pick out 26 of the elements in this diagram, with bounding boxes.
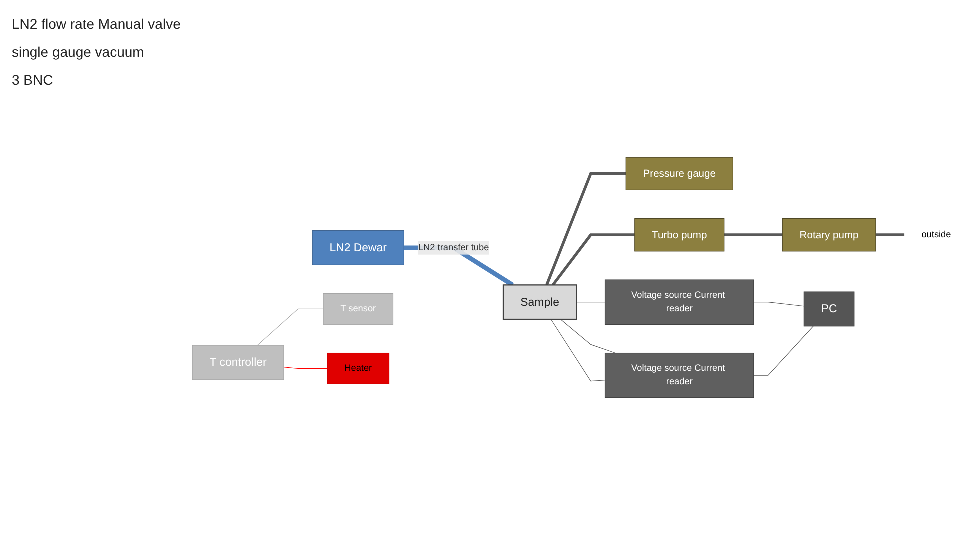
- note-label: single gauge vacuum: [12, 44, 146, 60]
- node-box: Voltage source Current reader: [604, 280, 754, 325]
- node-box: Pressure gauge: [626, 157, 734, 190]
- connector: [754, 302, 804, 306]
- connector: [284, 366, 328, 369]
- connector: [724, 233, 783, 236]
- node-box: Heater: [327, 352, 390, 384]
- node-box: LN2 Dewar: [312, 230, 404, 266]
- connector: [876, 233, 905, 236]
- connector: [546, 172, 626, 286]
- node-box: Sample: [502, 284, 578, 320]
- node-box: T controller: [192, 345, 284, 380]
- node-box: T sensor: [323, 293, 394, 325]
- node-box: Voltage source Current reader: [604, 352, 754, 398]
- node-box: Turbo pump: [634, 218, 725, 252]
- connector: [257, 308, 324, 346]
- node-text: outside: [922, 230, 952, 240]
- connector: [550, 318, 606, 382]
- connector: [754, 326, 814, 376]
- connector: [560, 318, 616, 354]
- connector: [552, 233, 635, 286]
- note-label: LN2 flow rate Manual valve: [12, 16, 182, 32]
- node-box: PC: [804, 292, 855, 326]
- edge-label: LN2 transfer tube: [418, 242, 490, 252]
- note-label: 3 BNC: [12, 72, 54, 88]
- node-box: Rotary pump: [782, 218, 876, 252]
